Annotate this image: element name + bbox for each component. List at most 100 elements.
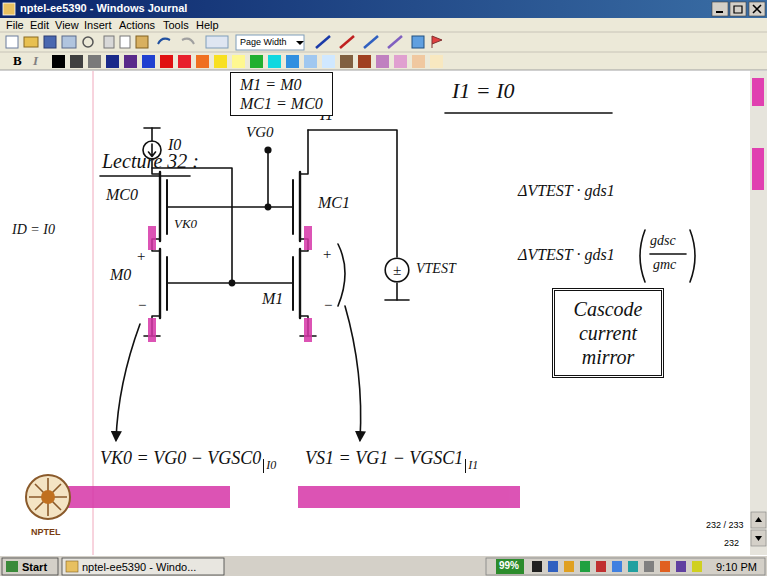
minimize-glyph xyxy=(716,11,723,13)
nptel-logo xyxy=(26,475,70,519)
battery-indicator xyxy=(496,559,524,574)
view-icon xyxy=(206,36,228,48)
wire xyxy=(396,283,398,300)
taskbar xyxy=(0,555,767,576)
logo-hub xyxy=(41,490,55,504)
system-tray xyxy=(486,558,765,575)
node-text: M1 = M0 xyxy=(240,75,323,94)
app-icon xyxy=(3,3,15,15)
close-button xyxy=(749,2,765,16)
highlight xyxy=(148,226,156,250)
paste-icon xyxy=(136,36,148,48)
parenthesis xyxy=(640,230,645,282)
tray-icon xyxy=(532,561,542,572)
source-name: VTEST xyxy=(416,261,456,277)
equation: VK0 = VG0 − VGSC0 xyxy=(100,448,261,469)
color-swatch xyxy=(88,55,101,68)
page-indicator: 232 / 233 xyxy=(706,520,744,530)
menu-item: View xyxy=(55,19,79,32)
dropdown-arrow xyxy=(296,41,304,45)
toolbar-divider xyxy=(0,52,767,53)
redo-icon xyxy=(182,39,194,44)
fraction-denominator: gmc xyxy=(653,257,676,273)
color-swatch xyxy=(340,55,353,68)
margin-line xyxy=(93,71,94,555)
highlight xyxy=(58,486,230,508)
color-swatch xyxy=(250,55,263,68)
junction-dot xyxy=(265,204,270,209)
undo-icon xyxy=(158,39,170,44)
windows-flag-icon xyxy=(6,561,18,572)
tray-icon xyxy=(548,561,558,572)
gate-wire xyxy=(167,206,293,208)
toolbar xyxy=(0,32,767,52)
tray-icon xyxy=(564,561,574,572)
toolbar-divider xyxy=(0,70,767,71)
polarity-sign: − xyxy=(137,297,147,314)
equation: VS1 = VG1 − VGSC1 xyxy=(305,448,463,469)
note-box: Cascode current mirror xyxy=(552,288,664,378)
color-swatch xyxy=(232,55,245,68)
polarity-sign: + xyxy=(322,246,332,263)
current-arrow xyxy=(149,144,156,157)
find-icon xyxy=(83,37,93,47)
equation: ΔVTEST · gds1 xyxy=(518,246,615,264)
equation: I1 = I0 xyxy=(452,78,515,103)
underline xyxy=(100,175,190,177)
battery-level: 99% xyxy=(499,560,519,572)
color-swatch xyxy=(430,55,443,68)
new-icon xyxy=(6,36,18,48)
taskbar-edge xyxy=(0,555,767,556)
pen-icon xyxy=(340,36,354,48)
color-swatch xyxy=(394,55,407,68)
node-text: MC1 = MC0 xyxy=(240,94,323,113)
close-glyph xyxy=(753,5,761,13)
parenthesis xyxy=(690,230,695,282)
transistor-channel xyxy=(159,249,161,318)
wire xyxy=(151,128,153,141)
format-bar xyxy=(0,52,767,70)
title-bar xyxy=(0,0,767,18)
tray-icon xyxy=(644,561,654,572)
task-icon xyxy=(66,561,78,572)
zoom-dropdown xyxy=(236,35,304,50)
restore-button xyxy=(730,2,746,16)
circuit-sketch xyxy=(100,113,695,440)
color-swatch xyxy=(124,55,137,68)
journal-page xyxy=(0,71,750,555)
transistor-gate xyxy=(292,257,294,310)
menu-item: Tools xyxy=(163,19,189,32)
transistor-channel xyxy=(299,249,301,318)
bold-button: B xyxy=(13,54,22,69)
tray-icon xyxy=(596,561,606,572)
annotation-arrow xyxy=(116,324,140,440)
source-circle xyxy=(385,258,409,282)
color-swatch xyxy=(196,55,209,68)
scroll-marker xyxy=(752,148,764,190)
highlighter-icon xyxy=(364,36,378,48)
junction-dot xyxy=(229,280,234,285)
clock: 9:10 PM xyxy=(716,561,757,574)
task-button xyxy=(62,558,224,575)
color-swatch xyxy=(106,55,119,68)
current-source-symbol xyxy=(143,141,161,159)
color-swatch xyxy=(214,55,227,68)
scroll-marker xyxy=(752,78,764,106)
transistor-channel xyxy=(159,172,161,241)
pen-icon xyxy=(316,36,330,48)
current-label: I0 xyxy=(168,136,181,154)
minimize-button xyxy=(712,2,728,16)
tray-icon xyxy=(692,561,702,572)
color-swatch xyxy=(70,55,83,68)
annotation-arrow xyxy=(345,306,361,440)
fraction-numerator: gdsc xyxy=(650,233,676,249)
transistor-name: M1 xyxy=(262,290,283,308)
wire xyxy=(300,130,308,174)
tray-icon xyxy=(676,561,686,572)
eraser-icon xyxy=(388,36,402,48)
scroll-arrow-glyph xyxy=(755,536,762,541)
tray-icon xyxy=(628,561,638,572)
start-label: Start xyxy=(22,561,47,574)
